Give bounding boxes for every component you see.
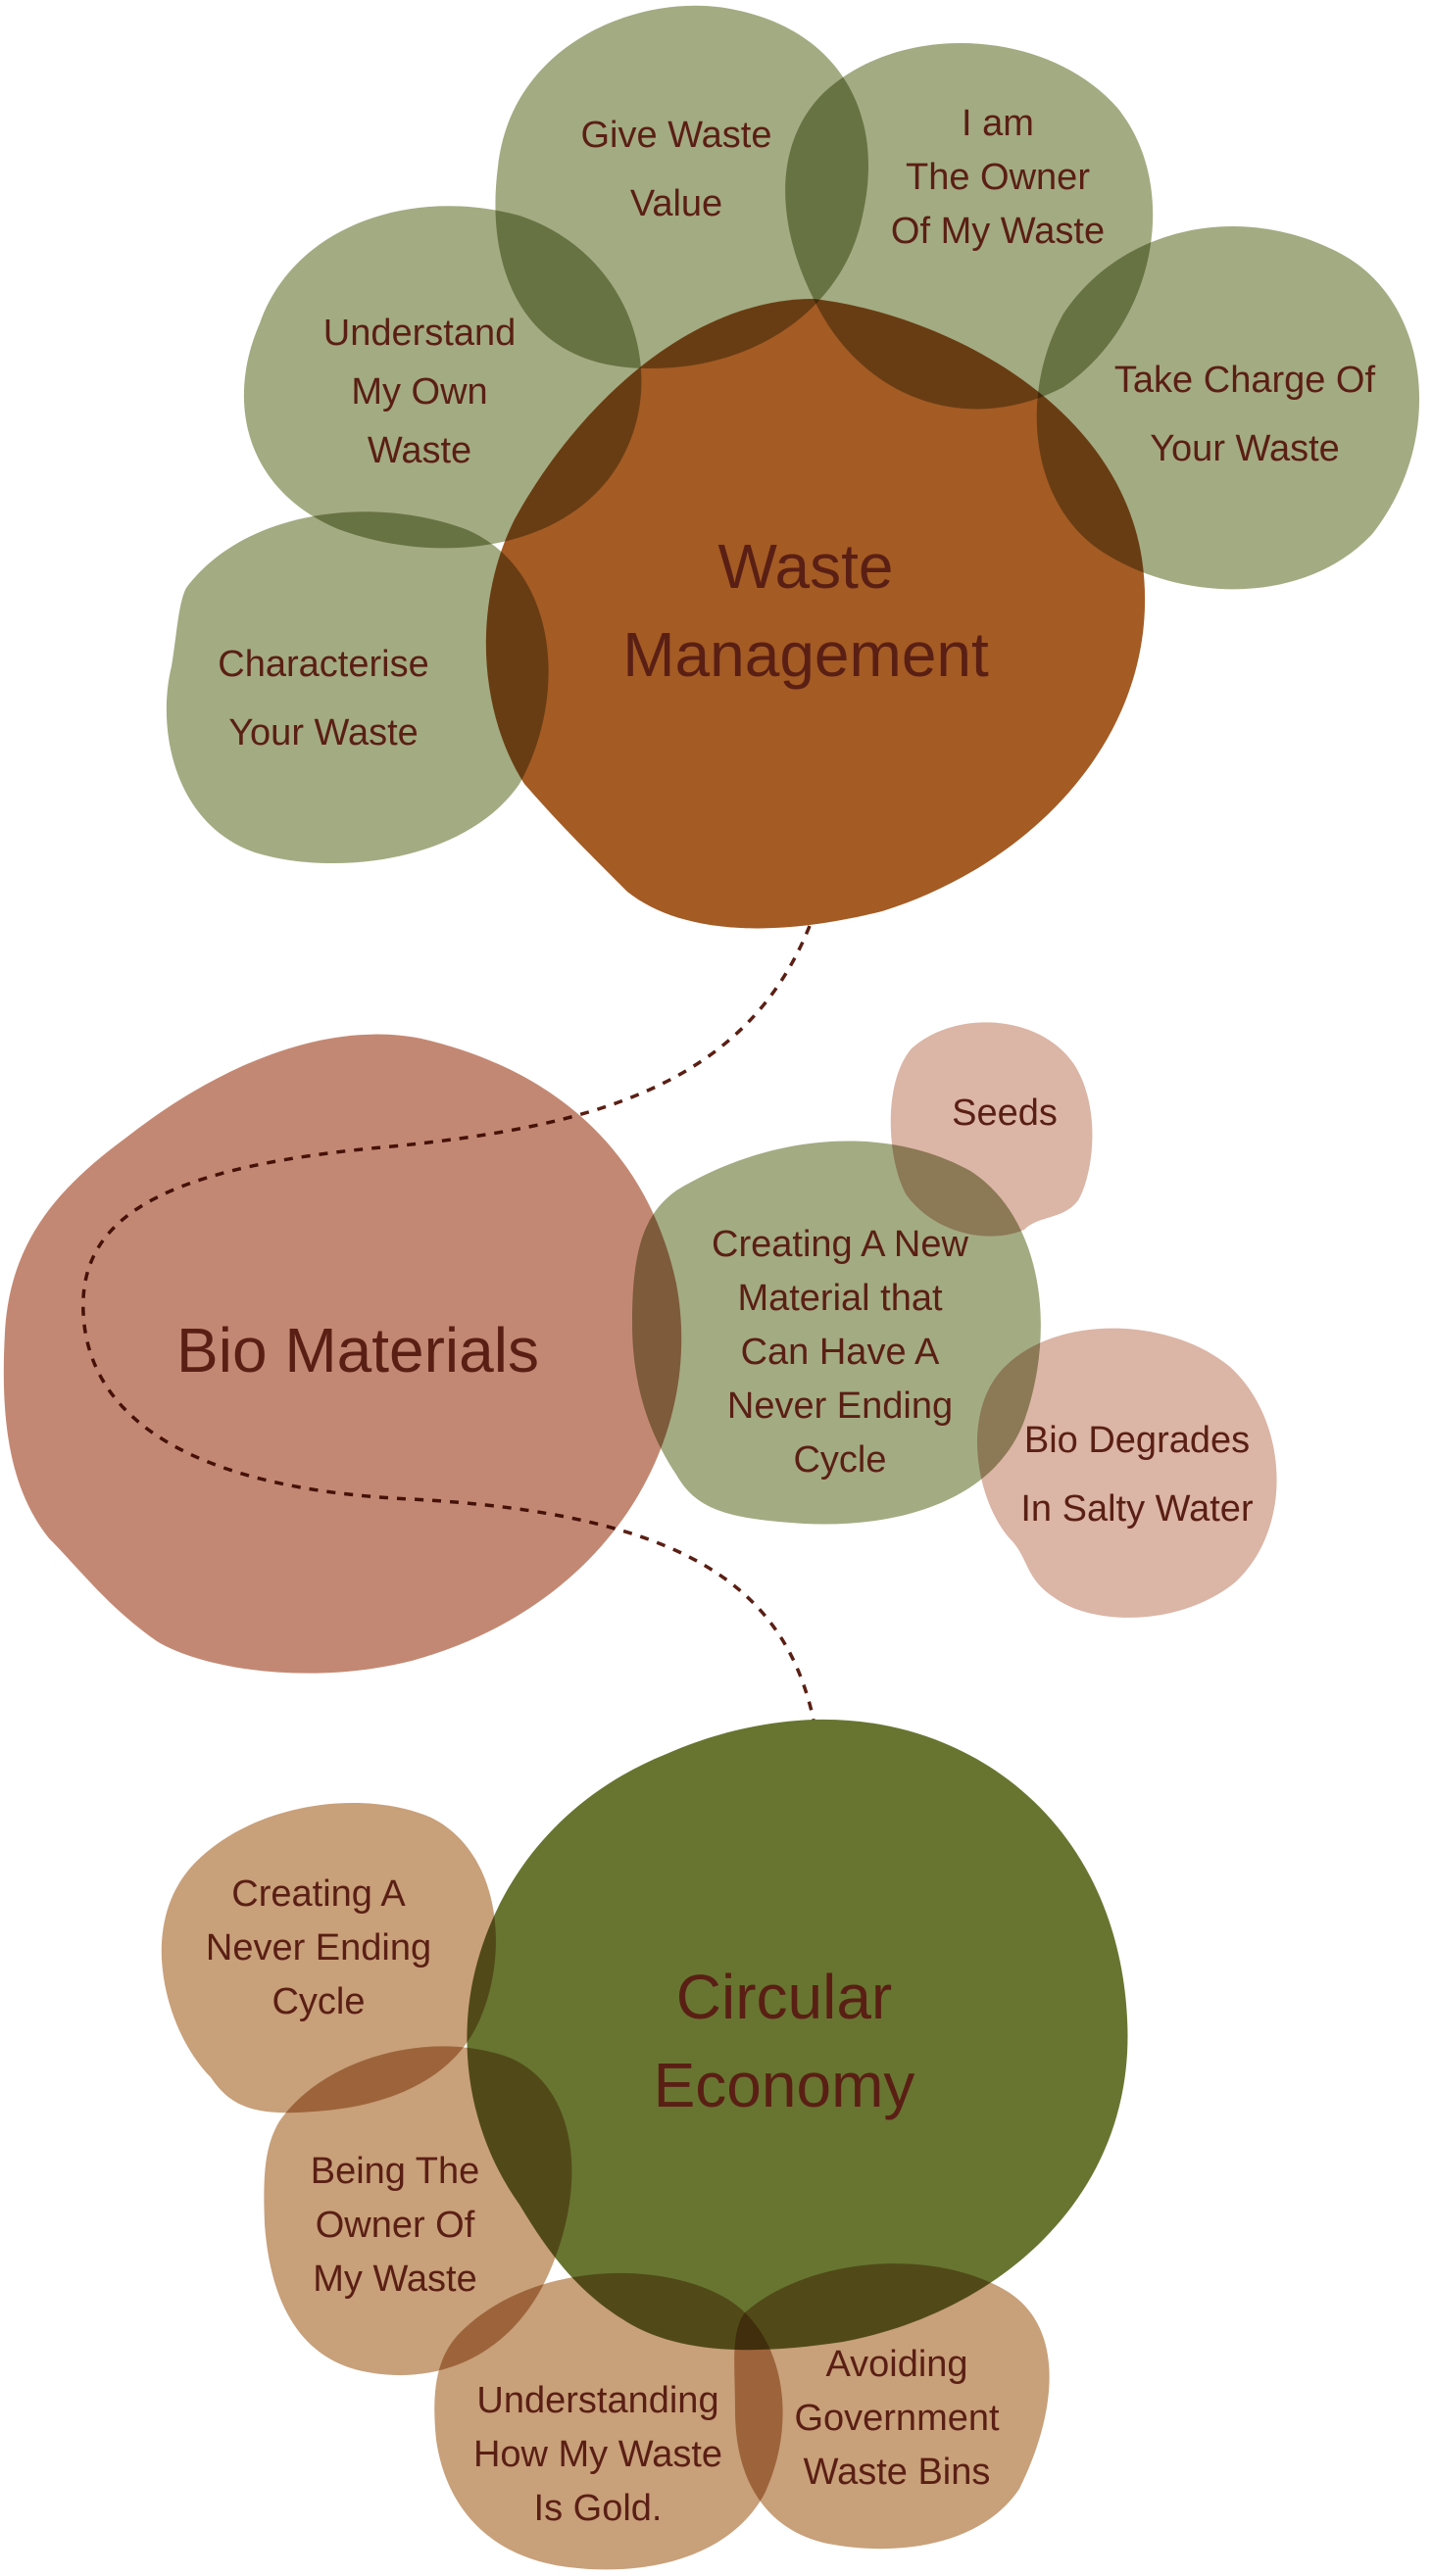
label-line: Waste Bins [804,2452,991,2493]
label-line: Creating A [231,1873,406,1915]
label-line: Take Charge Of [1114,360,1376,401]
label-line: Is Gold. [534,2488,663,2529]
label-line: Never Ending [206,1927,431,1968]
label-line: Your Waste [228,712,419,753]
label-line: Avoiding [825,2344,967,2385]
label-line: Bio Materials [176,1315,539,1385]
label-line: My Own [351,371,487,413]
label-line: Creating A New [712,1224,968,1265]
label-line: Can Have A [741,1332,940,1373]
blob-characterise [166,511,549,864]
label-line: Government [794,2398,1000,2439]
label-line: Being The [311,2151,480,2192]
waste-management-cluster [166,5,1420,929]
label-line: Bio Degrades [1024,1420,1250,1461]
label-line: Value [630,183,722,224]
label-line: Cycle [793,1439,886,1481]
label-line: Understanding [476,2380,718,2421]
label-line: Owner Of [316,2205,475,2246]
blob-bio-degrades [977,1328,1277,1618]
label-line: Circular [676,1962,892,2032]
label-line: Give Waste [581,115,772,156]
label-line: Of My Waste [891,211,1105,252]
label-line: Material that [737,1278,943,1319]
label-line: In Salty Water [1020,1488,1254,1530]
label-owner-of-my-waste: I am The Owner Of My Waste [891,103,1105,252]
label-line: Waste [718,531,894,602]
label-line: Seeds [952,1093,1058,1134]
label-bio-degrades: Bio Degrades In Salty Water [1020,1420,1254,1530]
circular-economy-cluster [161,1719,1128,2570]
bio-materials-cluster [3,1022,1277,1674]
blob-never-ending-cycle [161,1803,496,2114]
label-bio-materials: Bio Materials [176,1315,539,1385]
label-line: Never Ending [727,1385,953,1427]
blob-understand-my-own-waste [243,206,642,549]
label-line: Economy [654,2050,915,2120]
label-line: Waste [368,430,471,471]
label-line: The Owner [906,157,1090,198]
label-line: I am [962,103,1034,144]
label-line: Understand [323,313,516,354]
label-line: Management [622,619,989,690]
label-line: My Waste [313,2259,477,2300]
label-seeds: Seeds [952,1093,1058,1134]
blob-understanding-gold [434,2272,783,2570]
label-line: Your Waste [1150,428,1340,469]
blob-new-material [632,1141,1041,1525]
blob-circular-economy [467,1719,1128,2351]
label-line: Cycle [272,1981,365,2022]
label-take-charge: Take Charge Of Your Waste [1114,360,1376,469]
blob-waste-management [485,299,1146,929]
blob-take-charge [1036,225,1420,590]
blob-bio-materials [3,1034,682,1674]
label-line: How My Waste [473,2434,722,2475]
label-line: Characterise [218,644,428,685]
